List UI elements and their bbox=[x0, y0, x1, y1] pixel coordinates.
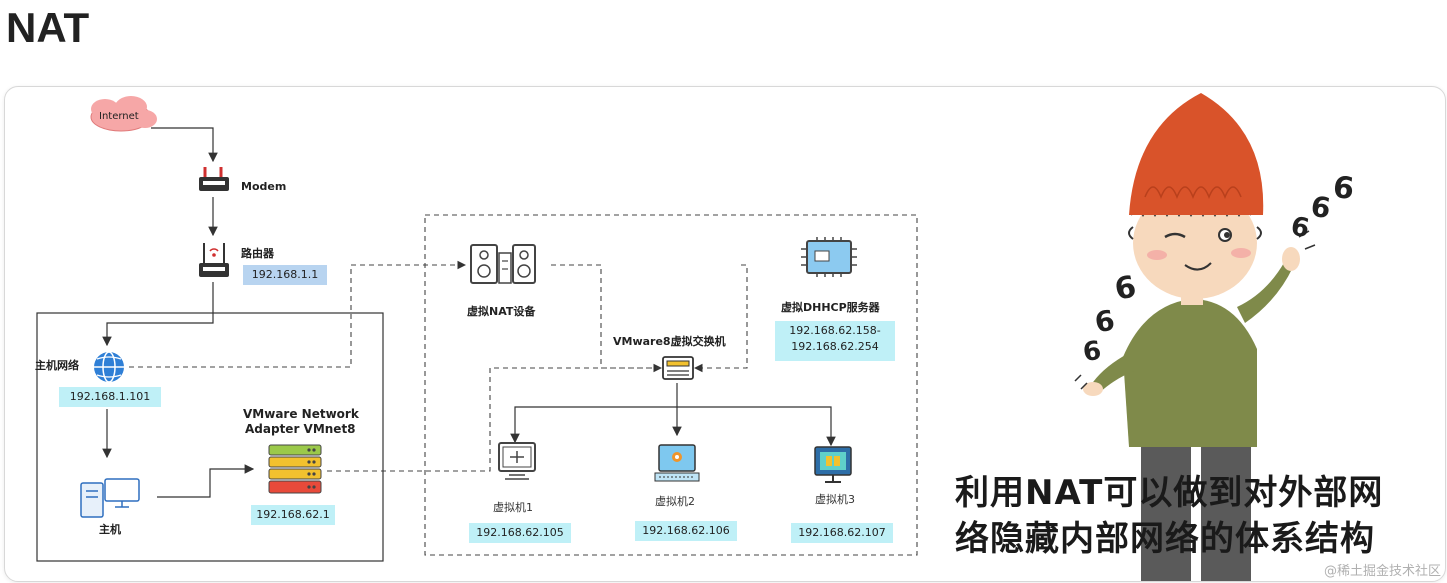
nat-device-icon bbox=[470, 244, 536, 284]
dhcp-label: 虚拟DHHCP服务器 bbox=[781, 301, 880, 314]
vm1-ip: 192.168.62.105 bbox=[469, 523, 571, 543]
host-network-label: 主机网络 bbox=[35, 359, 79, 372]
switch-icon bbox=[662, 356, 694, 380]
solid-connectors bbox=[102, 127, 836, 498]
internet-cloud-icon bbox=[90, 96, 157, 132]
modem-icon bbox=[199, 167, 229, 191]
network-adapter-icon bbox=[268, 444, 322, 494]
adapter-label-line2: Adapter VMnet8 bbox=[245, 422, 356, 436]
dhcp-ip-start: 192.168.62.158- bbox=[789, 324, 881, 337]
router-label: 路由器 bbox=[241, 247, 274, 260]
cartoon-boy-illustration bbox=[1074, 93, 1316, 581]
host-label: 主机 bbox=[99, 523, 121, 536]
vm3-ip: 192.168.62.107 bbox=[791, 523, 893, 543]
vm1-label: 虚拟机1 bbox=[493, 501, 533, 514]
page-title: NAT bbox=[6, 4, 90, 51]
adapter-label-line1: VMware Network bbox=[243, 407, 359, 421]
dashed-connectors bbox=[129, 260, 748, 472]
vm3-label: 虚拟机3 bbox=[815, 493, 855, 506]
modem-label: Modem bbox=[241, 180, 287, 193]
dhcp-ip-range: 192.168.62.158- 192.168.62.254 bbox=[775, 321, 895, 361]
caption-line-2: 络隐藏内部网络的体系结构 bbox=[955, 519, 1375, 559]
caption-line-1: 利用NAT可以做到对外部网 bbox=[955, 473, 1384, 513]
router-ip: 192.168.1.1 bbox=[243, 265, 327, 285]
diagram-card: 6 6 6 6 6 6 Internet Modem 路由器 192.168.1… bbox=[4, 86, 1446, 582]
caption: 利用NAT可以做到对外部网 络隐藏内部网络的体系结构 bbox=[955, 470, 1445, 562]
vm2-label: 虚拟机2 bbox=[655, 495, 695, 508]
dhcp-server-icon bbox=[801, 237, 857, 277]
network-diagram bbox=[36, 93, 1316, 581]
six-glyph: 6 bbox=[1331, 170, 1356, 207]
switch-label: VMware8虚拟交换机 bbox=[613, 335, 726, 348]
vm2-monitor-icon bbox=[654, 444, 700, 482]
globe-icon bbox=[94, 351, 124, 383]
host-network-ip: 192.168.1.101 bbox=[59, 387, 161, 407]
computer-icon bbox=[80, 478, 140, 518]
dhcp-ip-end: 192.168.62.254 bbox=[791, 340, 879, 353]
vm-boundary bbox=[424, 214, 918, 556]
vm3-monitor-icon bbox=[814, 446, 852, 483]
internet-label: Internet bbox=[99, 111, 139, 122]
router-icon bbox=[199, 243, 229, 277]
adapter-ip: 192.168.62.1 bbox=[251, 505, 335, 525]
host-boundary bbox=[36, 312, 384, 562]
watermark: @稀土掘金技术社区 bbox=[1323, 564, 1441, 579]
vm2-ip: 192.168.62.106 bbox=[635, 521, 737, 541]
vm1-monitor-icon bbox=[498, 442, 536, 480]
nat-device-label: 虚拟NAT设备 bbox=[467, 305, 536, 318]
